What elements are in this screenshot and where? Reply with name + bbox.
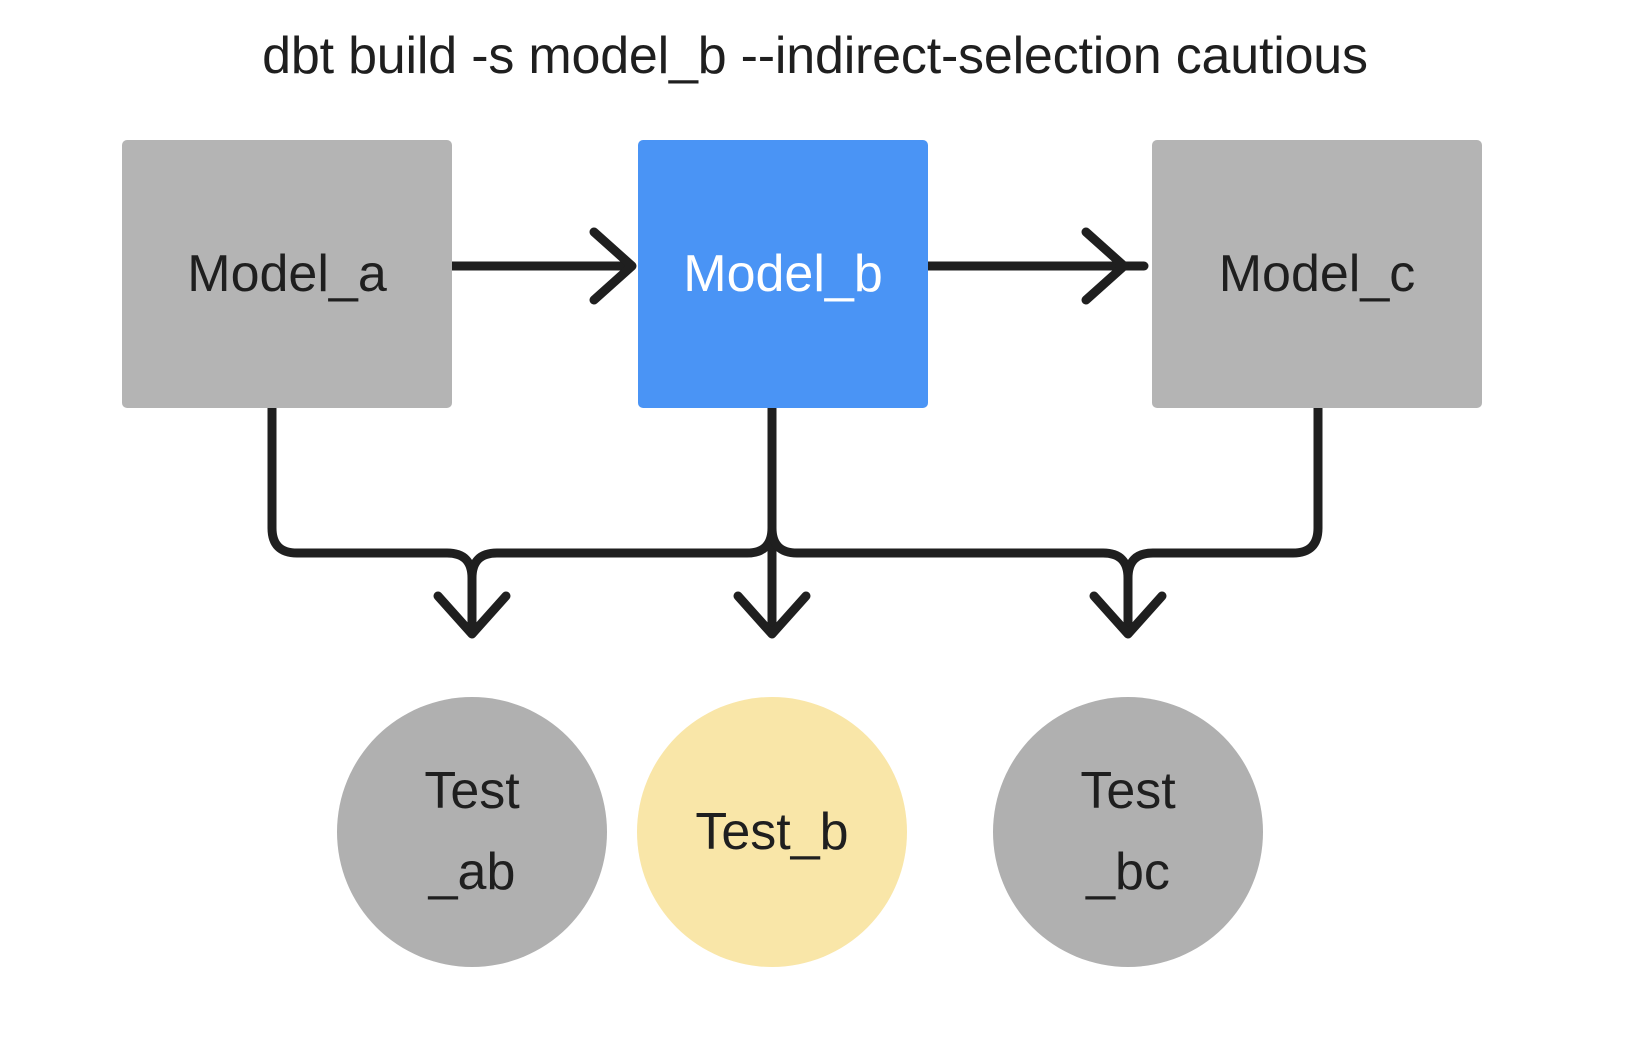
node-model-b[interactable]: Model_b xyxy=(638,140,928,408)
node-test-bc-label: Test _bc xyxy=(1080,762,1176,901)
edge-model-b-to-test-bc xyxy=(767,403,1133,635)
node-test-b-label: Test_b xyxy=(695,802,849,861)
node-model-a-label: Model_a xyxy=(187,245,387,303)
node-model-c[interactable]: Model_c xyxy=(1152,140,1482,408)
edge-model-b-to-test-b xyxy=(733,403,811,639)
node-test-bc[interactable]: Test _bc xyxy=(993,697,1263,967)
edge-model-c-to-test-bc xyxy=(1089,403,1323,639)
node-model-a[interactable]: Model_a xyxy=(122,140,452,408)
node-test-b[interactable]: Test_b xyxy=(637,697,907,967)
node-test-ab-label: Test _ab xyxy=(424,762,520,901)
edge-model-a-to-model-b xyxy=(447,227,637,305)
node-model-c-label: Model_c xyxy=(1218,245,1416,303)
edge-model-b-to-model-c xyxy=(923,227,1149,305)
edge-model-a-to-test-ab xyxy=(267,403,511,639)
node-test-ab[interactable]: Test _ab xyxy=(337,697,607,967)
node-model-b-label: Model_b xyxy=(683,245,883,303)
diagram-title: dbt build -s model_b --indirect-selectio… xyxy=(262,27,1368,85)
edge-model-b-to-test-ab xyxy=(467,403,777,635)
